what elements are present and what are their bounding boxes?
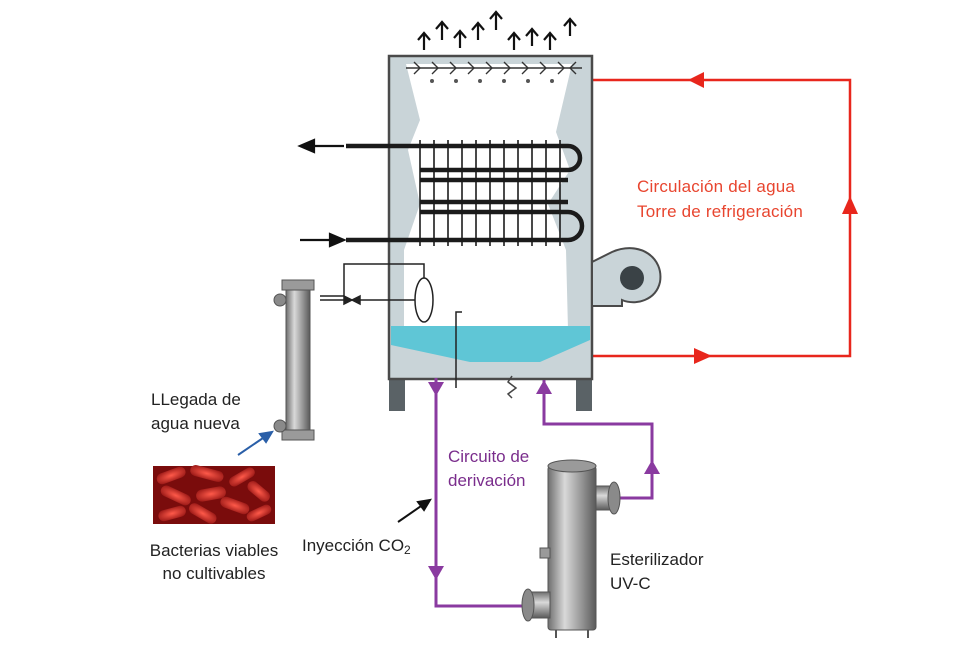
arrow-up-icon [435,20,449,40]
arrow-right-icon [328,232,347,248]
heat-exchanger-coil [346,143,585,243]
cooling-tower-label: Torre de refrigeración [637,202,803,221]
arrow-up-icon [417,31,431,50]
arrow-up-icon [507,31,521,50]
bypass-label-line2: derivación [448,471,526,490]
cooling-water-loop [592,78,852,358]
arrow-up-icon [453,29,467,48]
sterilizer-label-line2: UV-C [610,574,651,593]
arrow-up-icon [525,27,539,46]
bacteria-label-line1: Bacterias viables [149,541,279,560]
sterilizer-label-line1: Esterilizador [610,550,704,569]
tower-legs [389,375,592,411]
arrow-up-icon [842,196,858,214]
process-flow-arrows [297,138,347,248]
bacteria-label-line2: no cultivables [162,564,266,583]
co2-pointer-arrow [397,498,432,523]
arrow-icon [416,498,432,512]
cooling-loop-arrows [688,72,858,364]
arrow-left-icon [297,138,316,154]
cooling-circulation-label: Circulación del agua [637,177,796,196]
makeup-label-line2: agua nueva [151,414,240,433]
makeup-water-unit [273,279,315,441]
air-outlet-arrows [417,10,577,50]
arrow-up-icon [471,21,485,40]
spray-header [406,61,582,75]
arrow-icon [258,430,274,444]
co2-label-text: Inyección CO [302,536,405,555]
arrow-left-icon [688,72,704,88]
spray-nozzles [430,79,554,83]
co2-label-subscript: 2 [404,543,411,557]
arrow-up-icon [489,10,503,30]
bypass-arrows [428,380,660,580]
arrow-right-icon [694,348,712,364]
uv-c-sterilizer [521,459,621,638]
arrow-up-icon [536,380,552,394]
bacteria-image [153,465,275,524]
arrow-down-icon [428,382,444,396]
arrow-up-icon [543,31,557,50]
arrow-up-icon [644,460,660,474]
coil-return-bend [420,177,568,205]
makeup-inlet-arrow [237,430,274,456]
co2-injection-label: Inyección CO2 [302,535,411,561]
bypass-label-line1: Circuito de [448,447,530,466]
arrow-down-icon [428,566,444,580]
arrow-up-icon [563,17,577,36]
fan [591,247,662,307]
float-valve [320,263,462,388]
makeup-label-line1: LLegada de [151,390,241,409]
bypass-circuit [434,378,654,608]
basin-water [391,326,590,362]
drain-connector [506,375,518,399]
coil-vertical-tubes [419,140,561,246]
